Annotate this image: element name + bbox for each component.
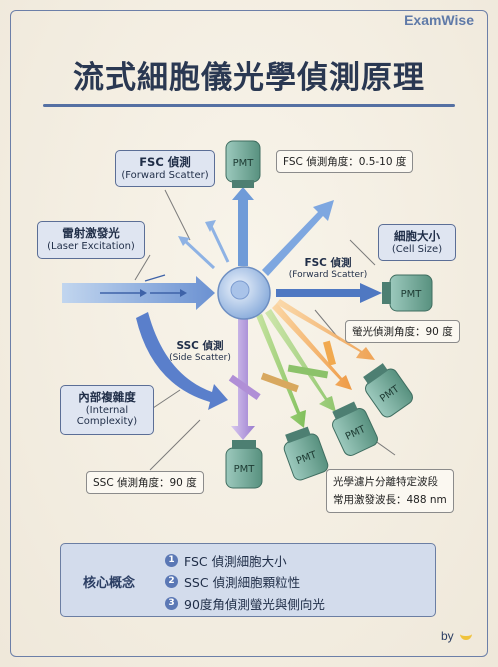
filter-note-line-2: 常用激發波長：488 nm bbox=[333, 494, 447, 506]
fsc-mid-label: FSC 偵測 (Forward Scatter) bbox=[282, 255, 374, 280]
ssc-zh: SSC 偵測 bbox=[176, 340, 224, 352]
core-item-text: SSC 偵測細胞顆粒性 bbox=[184, 575, 301, 590]
brand-logo: ExamWise bbox=[404, 12, 474, 28]
title-underline bbox=[43, 104, 455, 107]
laser-label: 雷射激發光 (Laser Excitation) bbox=[37, 221, 145, 259]
number-badge: 1 bbox=[165, 554, 178, 567]
optical-filters bbox=[228, 340, 337, 401]
ssc-angle-note: SSC 偵測角度：90 度 bbox=[86, 471, 204, 494]
core-item-text: 90度角偵測螢光與側向光 bbox=[184, 597, 325, 612]
fsc-top-label: FSC 偵測 (Forward Scatter) bbox=[115, 150, 215, 187]
pmt-orange bbox=[332, 401, 378, 456]
number-badge: 3 bbox=[165, 597, 178, 610]
laser-beam bbox=[62, 274, 215, 310]
banana-icon bbox=[460, 628, 472, 640]
byline: by bbox=[441, 628, 472, 643]
filter-note: 光學濾片分離特定波段 常用激發波長：488 nm bbox=[326, 469, 454, 513]
pmt-far-right bbox=[363, 363, 413, 418]
pmt-right bbox=[382, 274, 433, 312]
core-item: 2 SSC 偵測細胞顆粒性 bbox=[165, 572, 300, 591]
complexity-en-1: (Internal bbox=[85, 405, 129, 416]
fsc-top-en: (Forward Scatter) bbox=[121, 170, 209, 181]
fsc-mid-en: (Forward Scatter) bbox=[288, 270, 368, 280]
fluor-angle-note: 螢光偵測角度：90 度 bbox=[345, 320, 460, 343]
fluorescence-rays bbox=[256, 299, 375, 428]
ssc-en: (Side Scatter) bbox=[169, 353, 231, 363]
page-title: 流式細胞儀光學偵測原理 bbox=[73, 60, 425, 96]
complexity-zh: 內部複雜度 bbox=[78, 390, 136, 404]
core-item-text: FSC 偵測細胞大小 bbox=[184, 554, 287, 569]
laser-zh: 雷射激發光 bbox=[62, 226, 120, 240]
side-scatter-arrow bbox=[136, 312, 255, 440]
laser-en: (Laser Excitation) bbox=[47, 241, 135, 252]
cell bbox=[217, 266, 271, 320]
fsc-top-zh: FSC 偵測 bbox=[139, 155, 191, 169]
pmt-bottom bbox=[225, 440, 263, 489]
core-concept-title: 核心概念 bbox=[83, 576, 136, 591]
pmt-label: PMT bbox=[234, 464, 256, 475]
cell-size-label: 細胞大小 (Cell Size) bbox=[378, 224, 456, 261]
cell-size-en: (Cell Size) bbox=[391, 244, 443, 255]
core-item: 3 90度角偵測螢光與側向光 bbox=[165, 594, 325, 613]
byline-text: by bbox=[440, 629, 454, 643]
ssc-label: SSC 偵測 (Side Scatter) bbox=[165, 338, 235, 363]
pmt-label: PMT bbox=[233, 158, 255, 169]
pmt-top bbox=[225, 140, 261, 188]
cell-size-zh: 細胞大小 bbox=[394, 229, 440, 243]
complexity-en-2: Complexity) bbox=[76, 416, 138, 427]
fsc-mid-zh: FSC 偵測 bbox=[304, 257, 352, 269]
forward-scatter-arrows bbox=[178, 187, 382, 303]
filter-note-line-1: 光學濾片分離特定波段 bbox=[333, 476, 438, 488]
pmt-label: PMT bbox=[401, 289, 423, 300]
complexity-label: 內部複雜度 (Internal Complexity) bbox=[60, 385, 154, 435]
pmt-green bbox=[283, 426, 329, 481]
page-frame bbox=[10, 10, 488, 657]
core-concept-panel: 核心概念 1 FSC 偵測細胞大小 2 SSC 偵測細胞顆粒性 3 90度角偵測… bbox=[60, 543, 436, 617]
fsc-angle-note: FSC 偵測角度：0.5-10 度 bbox=[276, 150, 414, 173]
number-badge: 2 bbox=[165, 575, 178, 588]
core-item: 1 FSC 偵測細胞大小 bbox=[165, 551, 287, 570]
